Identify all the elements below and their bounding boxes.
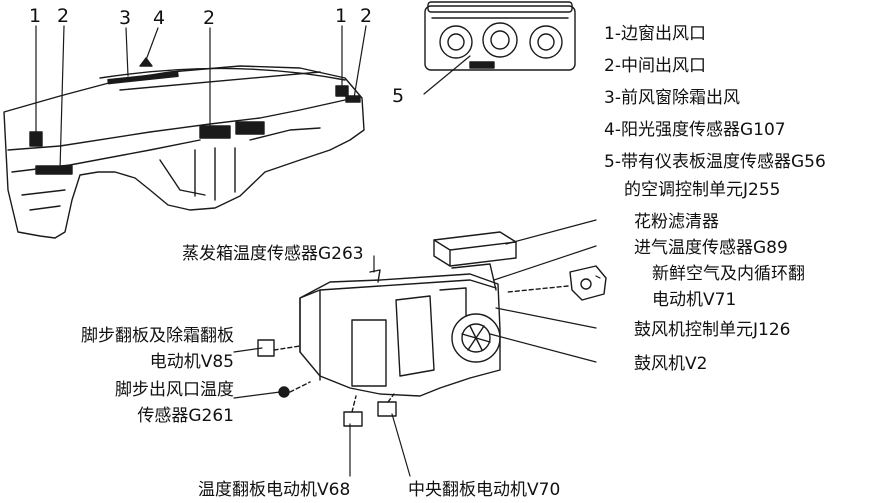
component-leaders	[233, 219, 601, 477]
dashboard-drawing	[3, 57, 365, 239]
label-recirc-motor-line1: 新鲜空气及内循环翻	[652, 264, 805, 284]
callout-2-center: 2	[203, 7, 216, 29]
legend-item-4: 4-阳光强度传感器G107	[604, 120, 786, 140]
callout-1-right: 1	[335, 5, 348, 27]
callout-3: 3	[119, 7, 132, 29]
label-temp-flap-motor: 温度翻板电动机V68	[198, 480, 351, 500]
callout-4: 4	[153, 7, 166, 29]
label-footwell-defrost-line1: 脚步翻板及除霜翻板	[81, 326, 234, 346]
control-panel-leader	[423, 55, 471, 95]
legend-item-5: 5-带有仪表板温度传感器G56	[604, 152, 826, 172]
control-panel-drawing	[424, 1, 576, 71]
callout-1-left: 1	[29, 5, 42, 27]
label-pollen-filter: 花粉滤清器	[634, 212, 719, 232]
label-footwell-sensor-line1: 脚步出风口温度	[115, 380, 234, 400]
callout-2-right: 2	[360, 5, 373, 27]
legend-item-5-cont: 的空调控制单元J255	[624, 180, 781, 200]
label-recirc-motor-line2: 电动机V71	[652, 290, 737, 310]
label-central-flap-motor: 中央翻板电动机V70	[408, 480, 561, 500]
legend-item-3: 3-前风窗除霜出风	[604, 88, 740, 108]
label-evaporator-sensor: 蒸发箱温度传感器G263	[182, 244, 364, 264]
legend-item-2: 2-中间出风口	[604, 56, 706, 76]
callout-2-left: 2	[57, 5, 70, 27]
label-blower: 鼓风机V2	[634, 354, 708, 374]
legend-item-1: 1-边窗出风口	[604, 24, 706, 44]
callout-5: 5	[392, 85, 405, 107]
dashboard-leaders	[35, 25, 367, 171]
label-footwell-sensor-line2: 传感器G261	[137, 406, 234, 426]
label-intake-temp-sensor: 进气温度传感器G89	[634, 238, 788, 258]
label-footwell-defrost-line2: 电动机V85	[149, 352, 234, 372]
label-blower-control-unit: 鼓风机控制单元J126	[634, 320, 791, 340]
